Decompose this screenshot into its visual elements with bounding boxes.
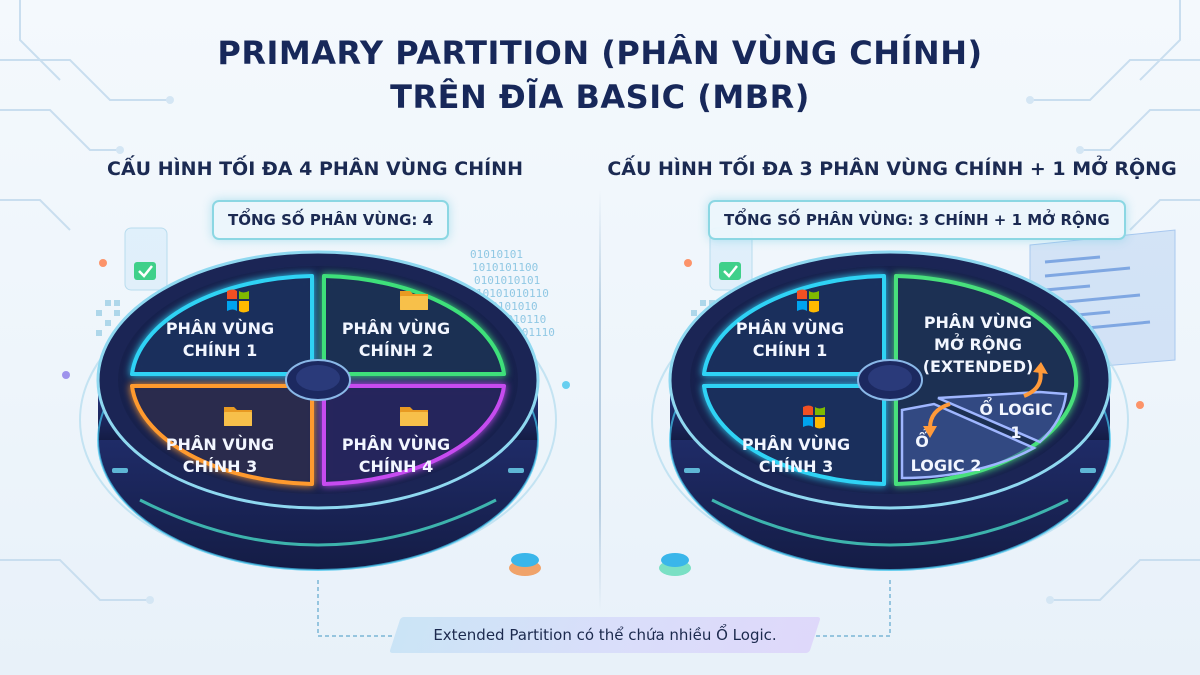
title-line-2: TRÊN ĐĨA BASIC (MBR) — [390, 78, 810, 116]
folder-icon — [224, 407, 252, 426]
right-logical-2-label-2: LOGIC 2 — [911, 456, 982, 475]
right-logical-2-label-1: Ổ — [915, 429, 929, 451]
right-logical-1 — [937, 390, 1068, 444]
disc-right: PHÂN VÙNG CHÍNH 1 PHÂN VÙNG CHÍNH 3 PHÂN VÙN… — [651, 250, 1129, 571]
left-segment-2 — [322, 274, 506, 376]
right-logical-2 — [900, 402, 1037, 480]
disc-left: PHÂN VÙNG CHÍNH 1 PHÂN VÙNG CHÍNH 2 PHÂN VÙN… — [79, 250, 557, 571]
left-segment-2-label-1: PHÂN VÙNG — [342, 319, 450, 338]
right-primary-2-label-1: PHÂN VÙNG — [742, 435, 850, 454]
orange-arrow-icons — [923, 362, 1048, 438]
right-logical-1-label-1: Ổ LOGIC — [979, 397, 1052, 419]
windows-logo-icon — [803, 405, 825, 429]
footer-note: Extended Partition có thể chứa nhiều Ổ L… — [433, 626, 777, 644]
right-extended-label-1: PHÂN VÙNG — [924, 313, 1032, 332]
left-segment-3-label-1: PHÂN VÙNG — [166, 435, 274, 454]
left-segment-1-label-2: CHÍNH 1 — [183, 341, 258, 360]
left-segment-3 — [130, 384, 314, 486]
folder-icon — [400, 407, 428, 426]
left-segment-2-label-2: CHÍNH 2 — [359, 341, 434, 360]
left-total-badge: TỔNG SỐ PHÂN VÙNG: 4 — [212, 200, 450, 240]
center-divider — [599, 190, 601, 610]
left-segment-4-label-2: CHÍNH 4 — [359, 457, 434, 476]
windows-logo-icon — [797, 289, 819, 313]
left-segment-1-label-1: PHÂN VÙNG — [166, 319, 274, 338]
right-heading: CẤU HÌNH TỐI ĐA 3 PHÂN VÙNG CHÍNH + 1 MỞ… — [607, 158, 1177, 180]
right-primary-2-label-2: CHÍNH 3 — [759, 457, 834, 476]
left-segment-4 — [322, 384, 506, 486]
right-extended-label-3: (EXTENDED) — [923, 357, 1034, 376]
left-segment-4-label-1: PHÂN VÙNG — [342, 435, 450, 454]
binary-text: 10101010110 — [476, 287, 549, 300]
right-total-badge: TỔNG SỐ PHÂN VÙNG: 3 CHÍNH + 1 MỞ RỘNG — [708, 200, 1126, 240]
folder-icon — [400, 291, 428, 310]
binary-text: 0101010101 — [474, 274, 540, 287]
windows-logo-icon — [227, 289, 249, 313]
right-primary-1-label-1: PHÂN VÙNG — [736, 319, 844, 338]
right-extended-label-2: MỞ RỘNG — [934, 333, 1022, 354]
right-primary-1-label-2: CHÍNH 1 — [753, 341, 828, 360]
right-segment-primary-1 — [702, 274, 886, 376]
title-line-1: PRIMARY PARTITION (PHÂN VÙNG CHÍNH) — [217, 34, 983, 72]
right-logical-1-label-2: 1 — [1010, 423, 1021, 442]
left-heading: CẤU HÌNH TỐI ĐA 4 PHÂN VÙNG CHÍNH — [107, 158, 523, 180]
binary-text: 01010101 — [470, 248, 523, 261]
left-segment-1 — [130, 274, 314, 376]
binary-text: 1010101100 — [472, 261, 538, 274]
right-segment-primary-3 — [702, 384, 886, 486]
left-segment-3-label-2: CHÍNH 3 — [183, 457, 258, 476]
